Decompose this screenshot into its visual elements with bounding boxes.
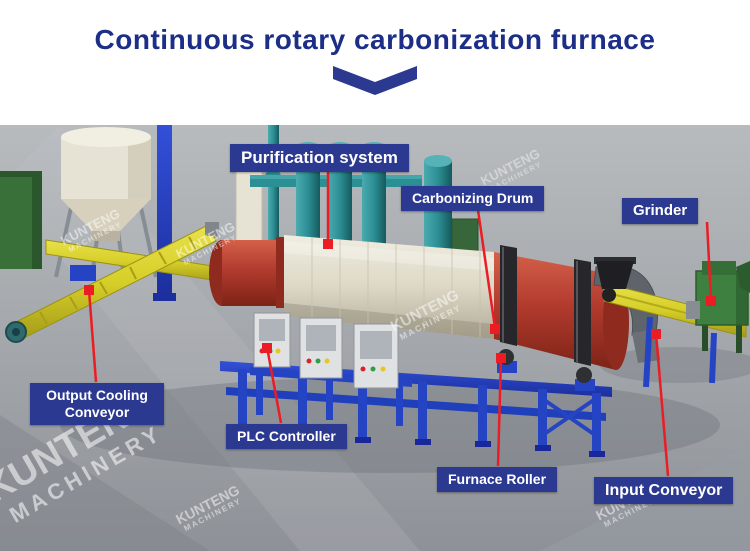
label-grinder-text: Grinder [633,202,688,219]
left-side-machine [0,171,42,269]
label-purification-system: Purification system [230,144,409,173]
label-plc-controller-text: PLC Controller [237,428,336,444]
label-purification-system-text: Purification system [241,148,398,167]
label-grinder: Grinder [622,198,699,224]
grinder-machine [686,261,750,353]
label-output-cooling-conveyor: Output Cooling Conveyor [30,383,164,425]
chevron-down-icon [333,66,417,95]
label-carbonizing-drum-text: Carbonizing Drum [412,190,534,206]
label-input-conveyor-text: Input Conveyor [605,482,723,499]
plc-cabinets [250,312,412,426]
label-furnace-roller-text: Furnace Roller [448,471,547,487]
label-plc-controller: PLC Controller [226,424,347,449]
header: Continuous rotary carbonization furnace [0,0,750,125]
label-furnace-roller: Furnace Roller [437,467,558,492]
label-input-conveyor: Input Conveyor [594,477,734,505]
page-title: Continuous rotary carbonization furnace [94,24,656,55]
carbonizing-drum-machine [209,235,629,370]
label-connectors [84,171,716,477]
label-carbonizing-drum: Carbonizing Drum [401,186,545,211]
label-output-cooling-conveyor-text: Output Cooling Conveyor [46,387,148,420]
machine-illustration [0,125,750,551]
